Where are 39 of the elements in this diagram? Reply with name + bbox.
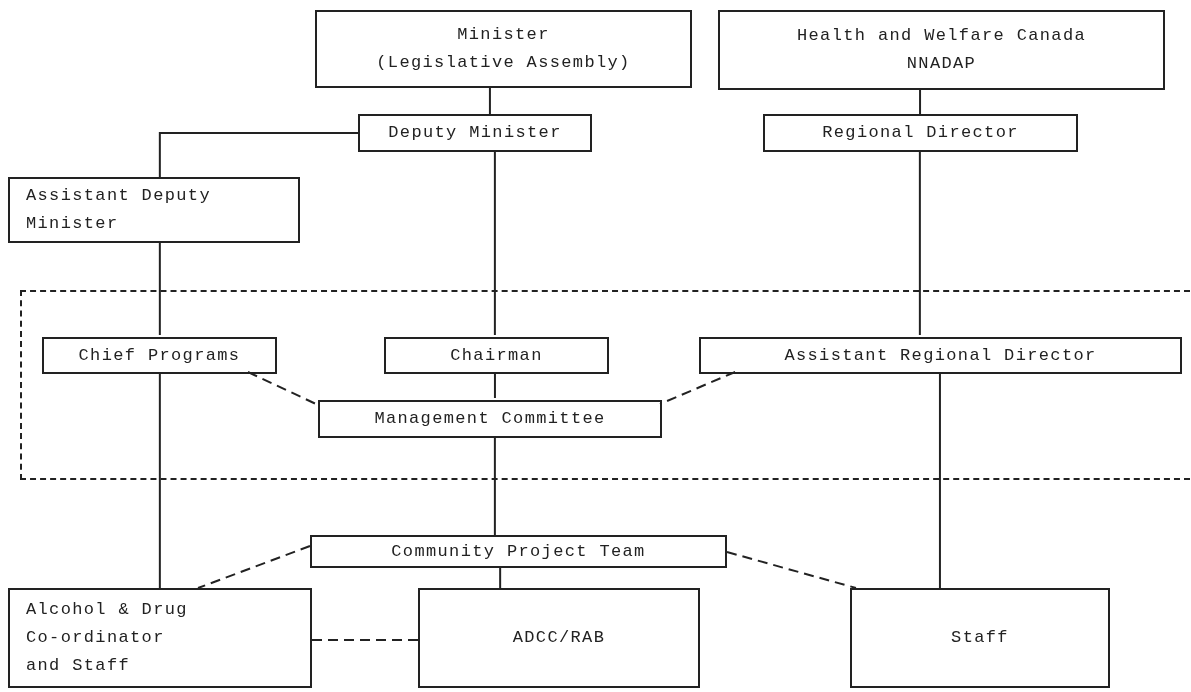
org-box (310, 535, 727, 568)
org-box (358, 114, 592, 152)
org-box (315, 10, 692, 88)
org-box (42, 337, 277, 374)
org-box (418, 588, 700, 688)
org-box (699, 337, 1182, 374)
box-text: ADCC/RAB (512, 627, 606, 649)
connector-line (726, 551, 857, 589)
connector-line (919, 89, 922, 115)
org-box (318, 400, 662, 438)
box-text: (Legislative Assembly) (376, 52, 631, 74)
box-text: Minister (457, 24, 550, 46)
org-box (718, 10, 1165, 90)
connector-line (488, 87, 491, 115)
org-box (850, 588, 1110, 688)
box-text: Management Committee (374, 408, 606, 430)
org-box (763, 114, 1078, 152)
box-text: Chairman (450, 344, 543, 367)
box-text: Assistant Deputy Minister (26, 185, 212, 235)
box-text: Chief Programs (78, 344, 241, 367)
box-text: Alcohol & Drug Co-ordinator and Staff (26, 599, 189, 677)
connector-line (158, 132, 359, 178)
connector-line (493, 151, 496, 336)
box-text: NNADAP (906, 53, 977, 75)
box-text: Deputy Minister (388, 122, 562, 144)
dashed-group-frame (20, 290, 1190, 480)
org-box (8, 177, 300, 243)
box-text: Health and Welfare Canada (796, 25, 1086, 47)
box-text: Staff (951, 627, 1009, 649)
connector-line (918, 151, 921, 336)
connector-line (311, 639, 419, 641)
connector-line (499, 567, 502, 589)
box-text: Community Project Team (391, 540, 646, 563)
connector-line (197, 545, 311, 589)
connector-line (158, 242, 161, 336)
box-text: Regional Director (822, 122, 1019, 144)
org-box (384, 337, 609, 374)
box-text: Assistant Regional Director (784, 344, 1097, 367)
org-box (8, 588, 312, 688)
